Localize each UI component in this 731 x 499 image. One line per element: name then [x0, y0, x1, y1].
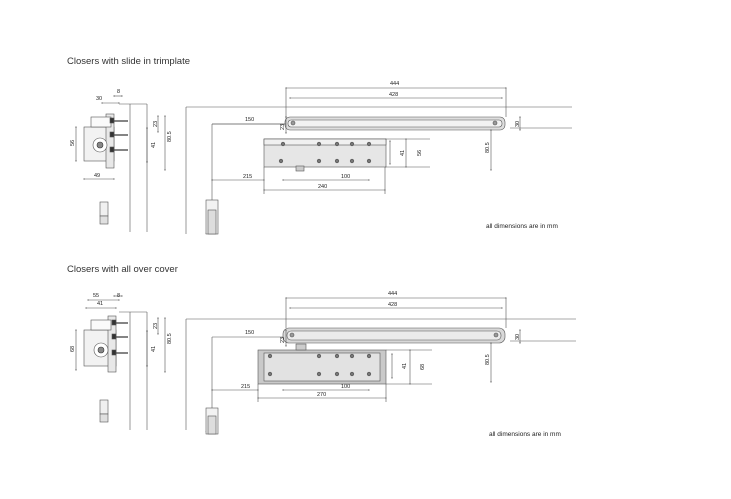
dim-label: 428	[388, 302, 397, 308]
section-title-trimplate: Closers with slide in trimplate	[67, 56, 191, 67]
dim-label: 23	[153, 121, 159, 127]
side-view-trimplate	[74, 94, 167, 232]
dim-label: 240	[318, 184, 327, 190]
dim-label: 215	[241, 384, 250, 390]
dim-label: 8	[117, 293, 120, 299]
dim-label: 150	[245, 117, 254, 123]
dim-label: 41	[402, 363, 408, 369]
dim-label: 80.5	[485, 142, 491, 153]
section-title-all-over-cover: Closers with all over cover	[67, 264, 178, 275]
front-view-trimplate-labels: 444 428 150 23 30 41 56 80.5 215 100 240	[243, 81, 521, 190]
front-view-all-over-cover-labels: 444 428 150 23 30 41 68 80.5 215 100 270	[241, 291, 521, 398]
front-view-trimplate	[185, 86, 572, 235]
dim-label: 80.5	[167, 333, 173, 344]
front-view-all-over-cover	[185, 296, 576, 435]
side-view-all-over-cover	[74, 294, 167, 430]
dim-label: 30	[96, 96, 102, 102]
units-note-all-over-cover: all dimensions are in mm	[489, 431, 561, 438]
dim-label: 30	[515, 121, 521, 127]
dim-label: 150	[245, 330, 254, 336]
dim-label: 41	[151, 142, 157, 148]
dim-label: 23	[280, 337, 286, 343]
dim-label: 56	[417, 150, 423, 156]
dim-label: 80.5	[167, 131, 173, 142]
dim-label: 49	[94, 173, 100, 179]
dim-label: 41	[400, 150, 406, 156]
dim-label: 215	[243, 174, 252, 180]
dim-label: 428	[389, 92, 398, 98]
dim-label: 23	[153, 323, 159, 329]
dim-label: 30	[515, 334, 521, 340]
dim-label: 68	[420, 364, 426, 370]
dim-label: 80.5	[485, 354, 491, 365]
dim-label: 270	[317, 392, 326, 398]
dim-label: 8	[117, 89, 120, 95]
dim-label: 56	[70, 140, 76, 146]
dim-label: 23	[280, 124, 286, 130]
closer-body-front	[263, 352, 381, 382]
dim-label: 41	[97, 301, 103, 307]
side-view-trimplate-labels: 30 8 23 80.5 41 56 49	[70, 89, 173, 179]
dim-label: 55	[93, 293, 99, 299]
dim-label: 444	[390, 81, 399, 87]
dim-label: 68	[70, 346, 76, 352]
dim-label: 100	[341, 384, 350, 390]
side-view-all-over-cover-labels: 55 8 41 23 80.5 41 68	[70, 293, 173, 352]
dim-label: 444	[388, 291, 397, 297]
units-note-trimplate: all dimensions are in mm	[486, 223, 558, 230]
dim-label: 100	[341, 174, 350, 180]
dim-label: 41	[151, 346, 157, 352]
